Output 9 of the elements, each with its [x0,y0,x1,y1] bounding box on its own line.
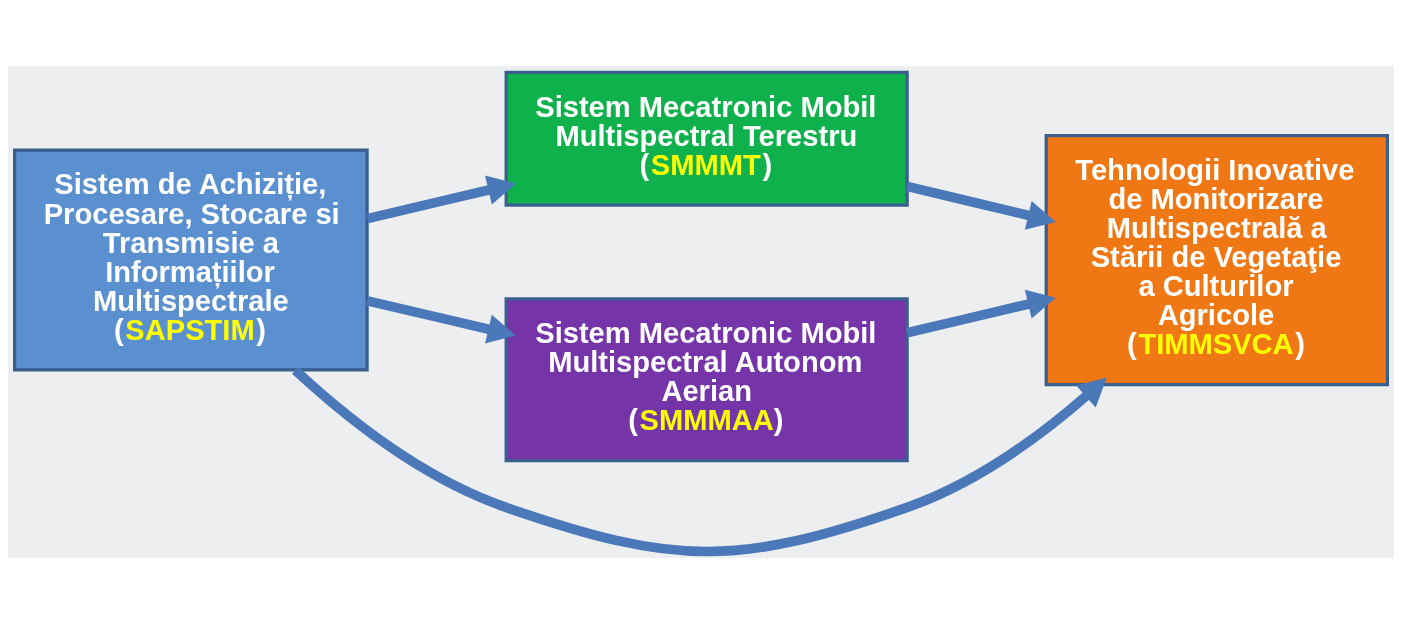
arrow [906,181,1056,230]
node-box: Tehnologii Inovative de Monitorizare Multispectrală a Stării de Vegetaţie a Culturilor Agricole (TIMMSVCA) [1044,133,1389,387]
arrow [366,296,516,344]
arrow [292,366,1107,557]
node-box: Sistem de Achiziție, Procesare, Stocare si Transmisie a Informațiilor Multispectrale (SAPSTIM) [13,148,369,372]
arrow [906,289,1056,338]
node-box: Sistem Mecatronic Mobil Multispectral Terestru (SMMMT) [504,70,909,207]
node-box: Sistem Mecatronic Mobil Multispectral Autonom Aerian (SMMMAA) [504,297,909,463]
arrow [366,175,516,224]
